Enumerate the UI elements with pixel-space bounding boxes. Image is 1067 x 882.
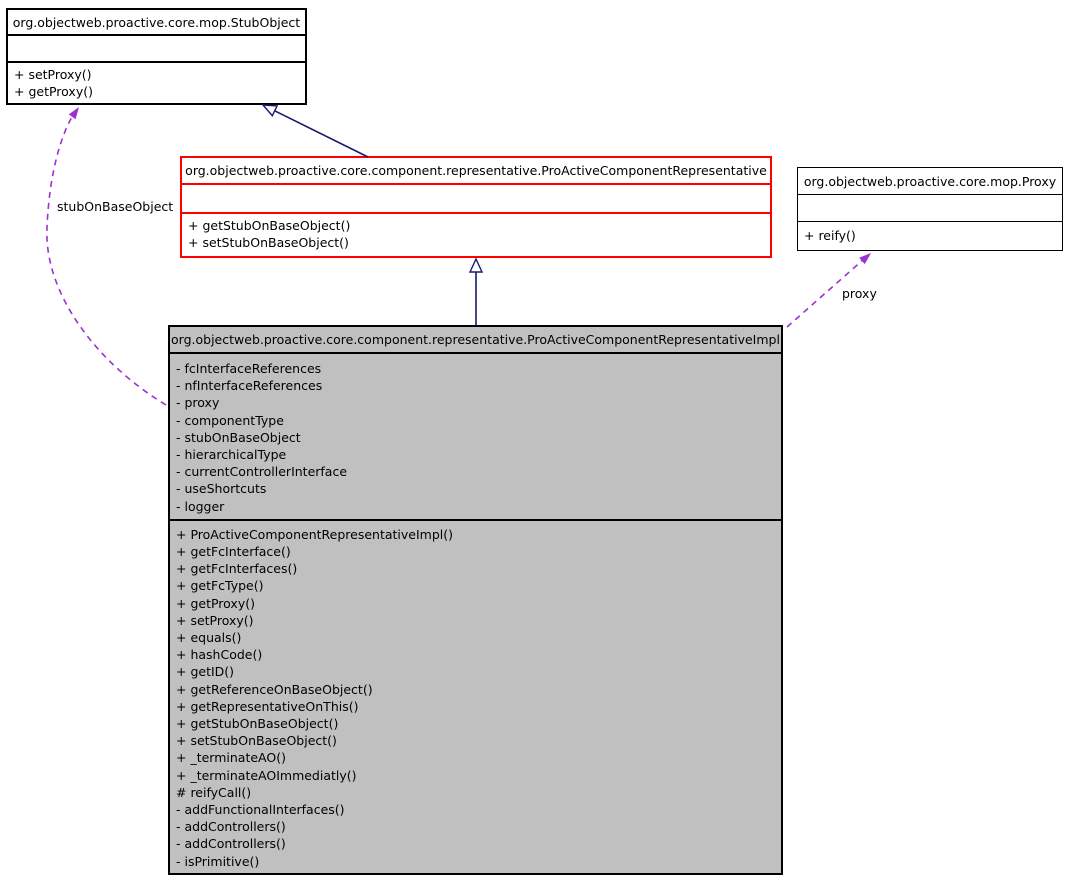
class-node-proxy[interactable]: org.objectweb.proactive.core.mop.Proxy +… — [797, 167, 1063, 251]
class-fields-compartment — [8, 34, 305, 61]
member-row: + getStubOnBaseObject() — [188, 218, 351, 233]
member-row: + _terminateAO() — [176, 750, 286, 766]
member-row: + getFcInterface() — [176, 544, 291, 560]
member-row: - isPrimitive() — [176, 853, 260, 869]
member-row: - stubOnBaseObject — [176, 429, 301, 445]
class-fields-compartment — [798, 194, 1062, 221]
member-row: + ProActiveComponentRepresentativeImpl() — [176, 526, 453, 542]
member-row: - useShortcuts — [176, 481, 267, 497]
member-row: - fcInterfaceReferences — [176, 361, 322, 376]
member-row: + getID() — [176, 664, 235, 680]
edge-label-proxy: proxy — [842, 286, 877, 301]
hollow-triangle-arrowhead-icon — [468, 257, 484, 273]
member-row: + setProxy() — [176, 612, 254, 628]
member-row: + getRepresentativeOnThis() — [176, 698, 359, 714]
class-methods-compartment: + getStubOnBaseObject() + setStubOnBaseOb… — [182, 212, 770, 256]
member-row: + _terminateAOImmediatly() — [176, 767, 357, 783]
inheritance-edge-impl-to-representative — [468, 257, 484, 325]
class-methods-compartment: + ProActiveComponentRepresentativeImpl()… — [170, 518, 781, 873]
member-row: - logger — [176, 498, 225, 514]
hollow-triangle-arrowhead-icon — [261, 104, 279, 117]
member-row: + getFcType() — [176, 578, 264, 594]
class-node-proactive-component-representative-impl[interactable]: org.objectweb.proactive.core.component.r… — [168, 325, 783, 875]
member-row: + getStubOnBaseObject() — [176, 716, 339, 732]
member-row: + setStubOnBaseObject() — [188, 235, 349, 251]
member-row: - hierarchicalType — [176, 447, 287, 463]
class-title: org.objectweb.proactive.core.component.r… — [171, 332, 780, 347]
class-methods-compartment: + setProxy() + getProxy() — [8, 61, 305, 103]
member-row: + equals() — [176, 630, 242, 646]
usage-edge-impl-to-stubobject — [46, 107, 167, 406]
member-row: - addControllers() — [176, 836, 286, 852]
class-title: org.objectweb.proactive.core.component.r… — [185, 163, 767, 178]
inheritance-edge-representative-to-stubobject — [261, 104, 369, 158]
class-title: org.objectweb.proactive.core.mop.StubObj… — [12, 14, 301, 30]
member-row: - currentControllerInterface — [176, 464, 348, 480]
member-row: - nfInterfaceReferences — [176, 378, 323, 394]
class-node-stub-object[interactable]: org.objectweb.proactive.core.mop.StubObj… — [6, 8, 307, 105]
member-row: + getProxy() — [176, 595, 255, 611]
member-row: - addFunctionalInterfaces() — [176, 802, 345, 818]
member-row: + setProxy() — [14, 67, 92, 82]
member-row: # reifyCall() — [176, 784, 252, 800]
member-row: + setStubOnBaseObject() — [176, 733, 337, 749]
member-row: + getProxy() — [14, 84, 93, 100]
class-methods-compartment: + reify() — [798, 221, 1062, 250]
member-row: + getReferenceOnBaseObject() — [176, 681, 373, 697]
member-row: + hashCode() — [176, 647, 263, 663]
arrowhead-icon — [68, 107, 79, 120]
arrowhead-icon — [859, 253, 871, 265]
class-title: org.objectweb.proactive.core.mop.Proxy — [803, 173, 1057, 189]
class-fields-compartment: - fcInterfaceReferences - nfInterfaceRefe… — [170, 352, 781, 519]
member-row: + reify() — [804, 228, 856, 243]
member-row: - addControllers() — [176, 819, 286, 835]
member-row: - proxy — [176, 395, 220, 411]
edge-label-stub-on-base-object: stubOnBaseObject — [57, 199, 174, 214]
class-node-proactive-component-representative[interactable]: org.objectweb.proactive.core.component.r… — [180, 156, 772, 258]
member-row: + getFcInterfaces() — [176, 561, 298, 577]
member-row: - componentType — [176, 412, 284, 428]
class-fields-compartment — [182, 183, 770, 212]
